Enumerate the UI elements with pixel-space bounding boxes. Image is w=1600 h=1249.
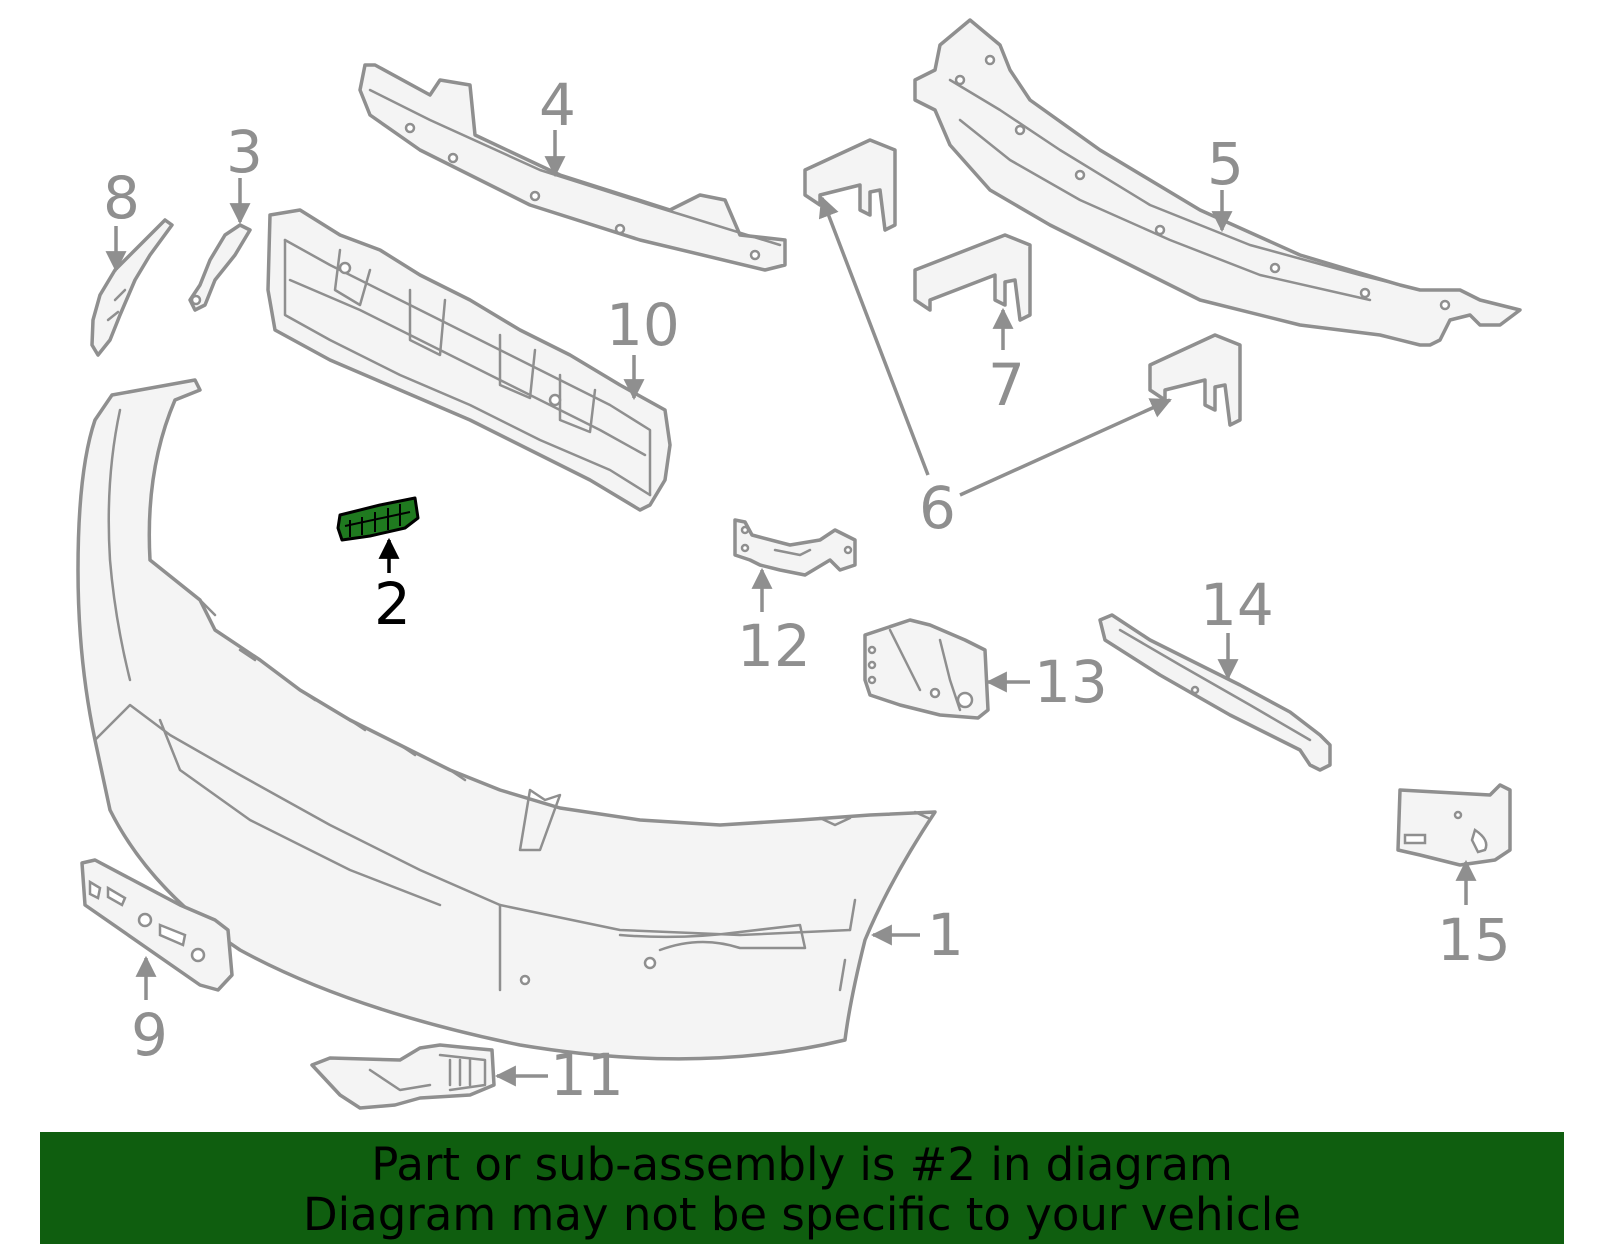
callout-15: 15 (1437, 906, 1511, 974)
part-4-upper-reinforcement (358, 63, 787, 272)
banner-line-disclaimer: Diagram may not be specific to your vehi… (303, 1188, 1301, 1241)
part-10-grille (266, 208, 672, 512)
part-1-bumper-cover (76, 378, 937, 1061)
part-9-plate-bracket (80, 858, 234, 992)
part-15-bracket (1396, 783, 1512, 867)
part-13-absorber-bracket (863, 618, 990, 720)
banner-line-part-number: Part or sub-assembly is #2 in diagram (371, 1138, 1233, 1191)
callout-9: 9 (131, 1001, 168, 1069)
part-14-absorber-strip (1098, 613, 1332, 772)
callout-8: 8 (103, 164, 140, 232)
callout-6: 6 (919, 474, 956, 542)
info-banner: Part or sub-assembly is #2 in diagram Di… (40, 1132, 1564, 1244)
callout-10: 10 (606, 291, 680, 359)
callout-2-highlighted: 2 (374, 570, 411, 638)
leader-6a (818, 196, 930, 476)
callout-11: 11 (550, 1041, 624, 1109)
leader-6b (959, 398, 1172, 497)
part-8-side-trim (90, 218, 174, 357)
callout-14: 14 (1200, 571, 1274, 639)
part-12-bracket (733, 518, 857, 577)
leader-lines (105, 130, 1477, 1087)
callout-12: 12 (737, 612, 811, 680)
callout-4: 4 (539, 71, 576, 139)
part-6-brackets (803, 138, 1242, 427)
callout-labels: 1 2 3 4 5 6 7 8 9 10 11 12 13 14 15 (103, 71, 1511, 1109)
callout-3: 3 (226, 118, 263, 186)
callout-13: 13 (1034, 648, 1108, 716)
part-5-lower-support (913, 18, 1522, 347)
callout-7: 7 (988, 351, 1025, 419)
part-2-bracket-highlighted (336, 496, 420, 542)
part-7-bracket (913, 233, 1032, 322)
callout-1: 1 (927, 901, 964, 969)
part-11-fog-bezel (310, 1043, 496, 1110)
callout-5: 5 (1207, 130, 1244, 198)
parts-diagram: 1 2 3 4 5 6 7 8 9 10 11 12 13 14 15 (76, 18, 1522, 1110)
part-3-side-bracket (188, 223, 252, 312)
